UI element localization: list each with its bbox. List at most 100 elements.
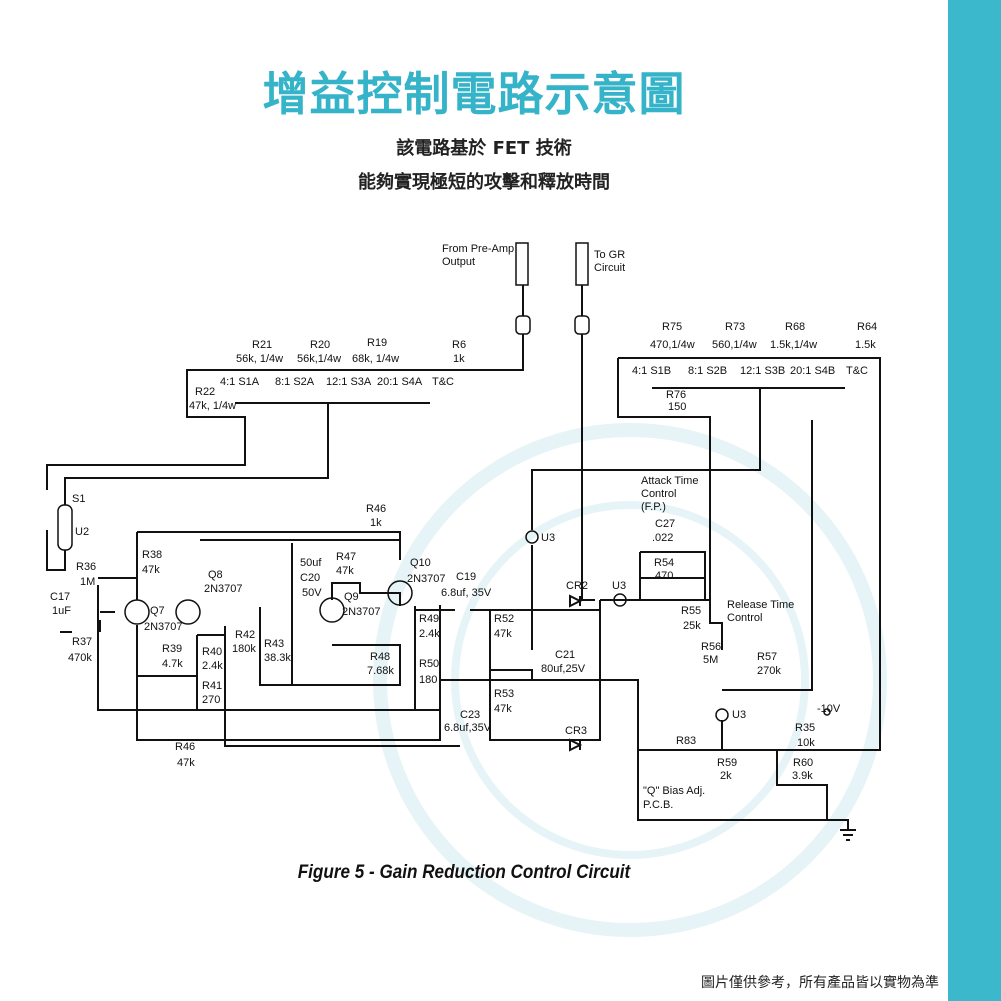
- circuit-wire: [639, 551, 706, 600]
- component-label: .022: [652, 532, 673, 544]
- transistor-q8-symbol: [175, 599, 201, 625]
- circuit-wire: [137, 626, 460, 747]
- component-label: C20: [300, 572, 320, 584]
- component-label: -10V: [817, 703, 841, 715]
- component-label: 10k: [797, 737, 815, 749]
- component-label: R20: [310, 339, 330, 351]
- component-label: C19: [456, 571, 476, 583]
- component-label: R6: [452, 339, 466, 351]
- component-label: 1.5k,1/4w: [770, 339, 817, 351]
- component-label: C17: [50, 591, 70, 603]
- component-label: Q10: [410, 557, 431, 569]
- component-label: Control: [727, 612, 762, 624]
- circuit-wire: [531, 387, 845, 530]
- component-label: 1k: [453, 353, 465, 365]
- u3-terminal: [525, 530, 539, 544]
- component-label: 180: [419, 674, 437, 686]
- component-label: R37: [72, 636, 92, 648]
- component-label: 25k: [683, 620, 701, 632]
- component-label: 6.8uf,35V: [444, 722, 492, 734]
- circuit-wire: [60, 532, 138, 633]
- transistor-q9-symbol: [319, 597, 345, 623]
- circuit-wire: [46, 530, 66, 571]
- component-label: Output: [442, 256, 475, 268]
- component-label: 4:1 S1B: [632, 365, 671, 377]
- component-label: 560,1/4w: [712, 339, 757, 351]
- component-label: 5M: [703, 654, 718, 666]
- component-label: R54: [654, 557, 674, 569]
- u3-terminal: [613, 593, 627, 607]
- preamp-cable-plug: [515, 242, 529, 286]
- component-label: 20:1 S4A: [377, 376, 423, 388]
- circuit-wire: [259, 607, 401, 686]
- component-label: R46: [175, 741, 195, 753]
- circuit-wire: [638, 720, 880, 820]
- component-label: R22: [195, 386, 215, 398]
- circuit-wire: [64, 402, 430, 505]
- component-label: 47k: [494, 628, 512, 640]
- subtitle-line-2: 能夠實現極短的攻擊和釋放時間: [358, 172, 610, 193]
- component-label: R42: [235, 629, 255, 641]
- component-label: 1k: [370, 517, 382, 529]
- component-label: 2.4k: [419, 628, 440, 640]
- circuit-wire: [97, 531, 440, 711]
- component-label: 47k: [494, 703, 512, 715]
- component-label: 2N3707: [342, 606, 381, 618]
- component-label: 470: [655, 570, 673, 582]
- component-label: 1uF: [52, 605, 71, 617]
- component-label: (F.P.): [641, 501, 666, 513]
- component-label: 2N3707: [144, 621, 183, 633]
- component-label: 2N3707: [407, 573, 446, 585]
- component-label: R47: [336, 551, 356, 563]
- component-label: R19: [367, 337, 387, 349]
- component-label: 4.7k: [162, 658, 183, 670]
- diode-cr3-symbol: [569, 738, 583, 752]
- component-label: 20:1 S4B: [790, 365, 835, 377]
- circuit-wire: [46, 285, 524, 490]
- component-label: 6.8uf, 35V: [441, 587, 492, 599]
- supply-terminal: [823, 708, 831, 716]
- component-label: 8:1 S2A: [275, 376, 315, 388]
- component-label: To GR: [594, 249, 625, 261]
- component-label: 68k, 1/4w: [352, 353, 399, 365]
- ground-icon: [840, 829, 856, 841]
- component-label: R64: [857, 321, 877, 333]
- component-label: R46: [366, 503, 386, 515]
- component-label: R38: [142, 549, 162, 561]
- component-label: 270: [202, 694, 220, 706]
- preamp-connector: [515, 315, 531, 335]
- component-label: C27: [655, 518, 675, 530]
- component-label: R40: [202, 646, 222, 658]
- circuit-wire: [414, 599, 710, 710]
- component-label: 56k, 1/4w: [236, 353, 283, 365]
- component-label: T&C: [432, 376, 454, 388]
- component-label: 2N3707: [204, 583, 243, 595]
- u3-terminal: [715, 708, 729, 722]
- component-label: Q9: [344, 591, 359, 603]
- component-label: R68: [785, 321, 805, 333]
- component-label: R35: [795, 722, 815, 734]
- component-label: U2: [75, 526, 89, 538]
- component-label: U3: [612, 580, 626, 592]
- component-label: R73: [725, 321, 745, 333]
- gr-connector: [574, 315, 590, 335]
- u2-connector: [57, 504, 73, 551]
- circuit-wire: [440, 545, 849, 830]
- component-label: C23: [460, 709, 480, 721]
- component-label: 150: [668, 401, 686, 413]
- circuit-wire: [136, 605, 441, 741]
- component-label: Release Time: [727, 599, 794, 611]
- component-label: CR2: [566, 580, 588, 592]
- component-label: C21: [555, 649, 575, 661]
- gr-cable-plug: [575, 242, 589, 286]
- component-label: R55: [681, 605, 701, 617]
- component-label: 50uf: [300, 557, 322, 569]
- component-label: 270k: [757, 665, 781, 677]
- component-label: U3: [732, 709, 746, 721]
- component-label: 3.9k: [792, 770, 813, 782]
- component-label: From Pre-Amp: [442, 243, 514, 255]
- component-label: R36: [76, 561, 96, 573]
- component-label: R52: [494, 613, 514, 625]
- component-label: 38.3k: [264, 652, 291, 664]
- component-label: R60: [793, 757, 813, 769]
